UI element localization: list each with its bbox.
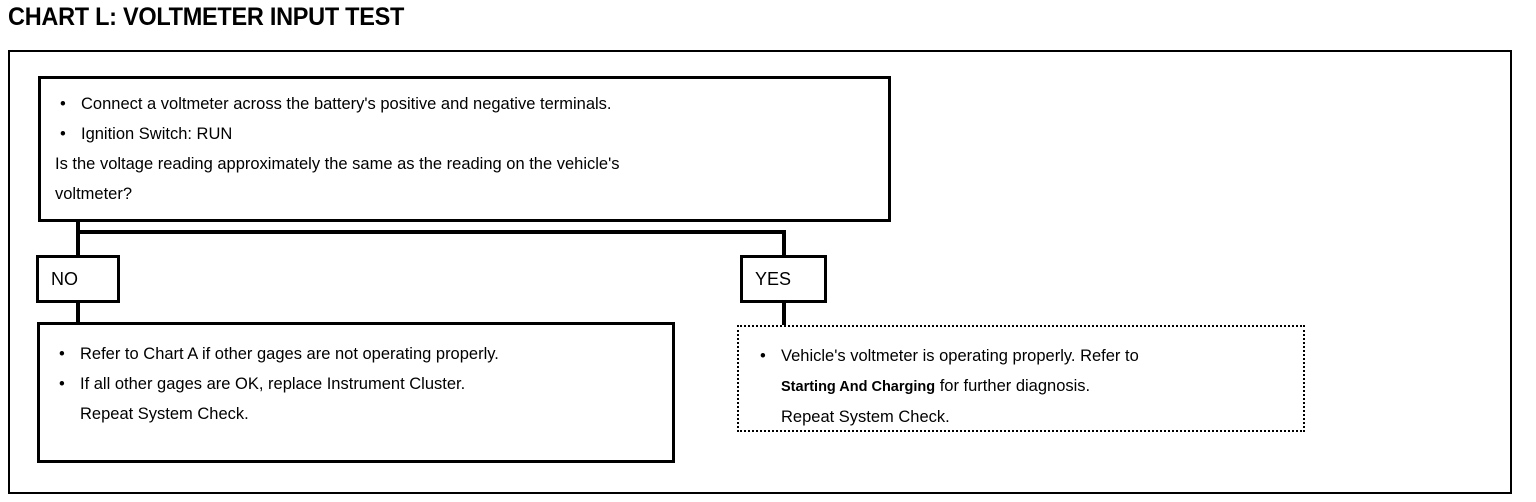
- no-result-bullet-1-text: Refer to Chart A if other gages are not …: [80, 345, 499, 363]
- yes-result-box: • Vehicle's voltmeter is operating prope…: [737, 325, 1305, 432]
- no-result-box: • Refer to Chart A if other gages are no…: [37, 322, 675, 463]
- branch-label-yes: YES: [740, 255, 827, 303]
- bullet-icon: •: [59, 375, 65, 393]
- connector-decision-stem: [76, 221, 80, 234]
- bullet-icon: •: [760, 347, 766, 365]
- decision-bullet-2: • Ignition Switch: RUN: [55, 119, 874, 149]
- yes-result-bullet-1: • Vehicle's voltmeter is operating prope…: [753, 341, 1295, 432]
- yes-result-continuation: Repeat System Check.: [781, 408, 950, 426]
- branch-label-yes-text: YES: [755, 269, 792, 289]
- connector-no-drop: [76, 230, 80, 257]
- decision-bullet-1-text: Connect a voltmeter across the battery's…: [81, 95, 612, 113]
- decision-box: • Connect a voltmeter across the battery…: [38, 76, 891, 222]
- decision-question-line-1: Is the voltage reading approximately the…: [55, 155, 620, 173]
- connector-no-to-result: [76, 302, 80, 324]
- yes-result-bullet-1-text: Vehicle's voltmeter is operating properl…: [781, 341, 1295, 432]
- no-result-bullet-2-continuation: Repeat System Check.: [80, 405, 249, 423]
- bullet-icon: •: [60, 95, 66, 113]
- bullet-icon: •: [60, 125, 66, 143]
- no-result-bullet-2: • If all other gages are OK, replace Ins…: [54, 369, 662, 399]
- yes-result-text-part-1: Vehicle's voltmeter is operating properl…: [781, 347, 1139, 365]
- decision-question-line-2: voltmeter?: [55, 185, 133, 203]
- page-title: CHART L: VOLTMETER INPUT TEST: [8, 3, 405, 31]
- no-result-bullet-1: • Refer to Chart A if other gages are no…: [54, 339, 662, 369]
- connector-branch-bar: [76, 230, 786, 234]
- connector-yes-to-result: [782, 302, 786, 326]
- branch-label-no: NO: [36, 255, 120, 303]
- connector-yes-drop: [782, 230, 786, 257]
- decision-bullet-1: • Connect a voltmeter across the battery…: [55, 89, 874, 119]
- bullet-icon: •: [59, 345, 65, 363]
- yes-result-text-part-2: for further diagnosis.: [935, 377, 1091, 395]
- no-result-bullet-2-text: If all other gages are OK, replace Instr…: [80, 375, 466, 393]
- decision-bullet-2-text: Ignition Switch: RUN: [81, 125, 233, 143]
- yes-result-emphasis: Starting And Charging: [781, 379, 936, 395]
- branch-label-no-text: NO: [51, 269, 78, 289]
- chart-frame: [8, 50, 1512, 494]
